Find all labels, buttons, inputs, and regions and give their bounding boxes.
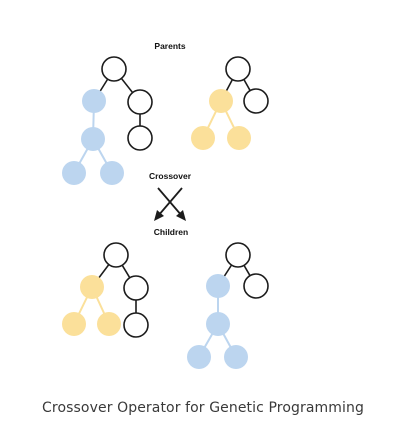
tree-node — [100, 161, 124, 185]
label-parents: Parents — [154, 41, 185, 51]
tree-node — [82, 89, 106, 113]
tree-node — [243, 273, 269, 299]
tree-node — [97, 312, 121, 336]
tree-node — [243, 88, 269, 114]
diagram-canvas: Parents — [62, 41, 269, 369]
crossover-diagram: Parents — [62, 41, 269, 369]
crossover-arrows — [154, 187, 186, 221]
arrow-head — [176, 210, 186, 221]
tree-node — [62, 161, 86, 185]
tree-node — [123, 275, 149, 301]
tree-node — [206, 274, 230, 298]
tree-node — [101, 56, 127, 82]
tree-node — [225, 242, 251, 268]
label-children: Children — [154, 227, 188, 237]
parent-tree-left — [62, 56, 153, 185]
figure-caption: Crossover Operator for Genetic Programmi… — [42, 400, 364, 416]
parent-tree-right — [191, 56, 269, 150]
label-crossover: Crossover — [149, 171, 192, 181]
child-tree-left — [62, 242, 149, 338]
tree-node — [127, 89, 153, 115]
tree-node — [227, 126, 251, 150]
tree-node — [80, 275, 104, 299]
tree-node — [225, 56, 251, 82]
tree-node — [224, 345, 248, 369]
tree-node — [81, 127, 105, 151]
tree-node — [209, 89, 233, 113]
child-tree-right — [187, 242, 269, 369]
tree-node — [191, 126, 215, 150]
tree-node — [206, 312, 230, 336]
tree-node — [62, 312, 86, 336]
arrow-head — [154, 210, 164, 221]
tree-node — [127, 125, 153, 151]
tree-node — [103, 242, 129, 268]
tree-node — [123, 312, 149, 338]
tree-node — [187, 345, 211, 369]
arrow-line — [157, 187, 183, 217]
